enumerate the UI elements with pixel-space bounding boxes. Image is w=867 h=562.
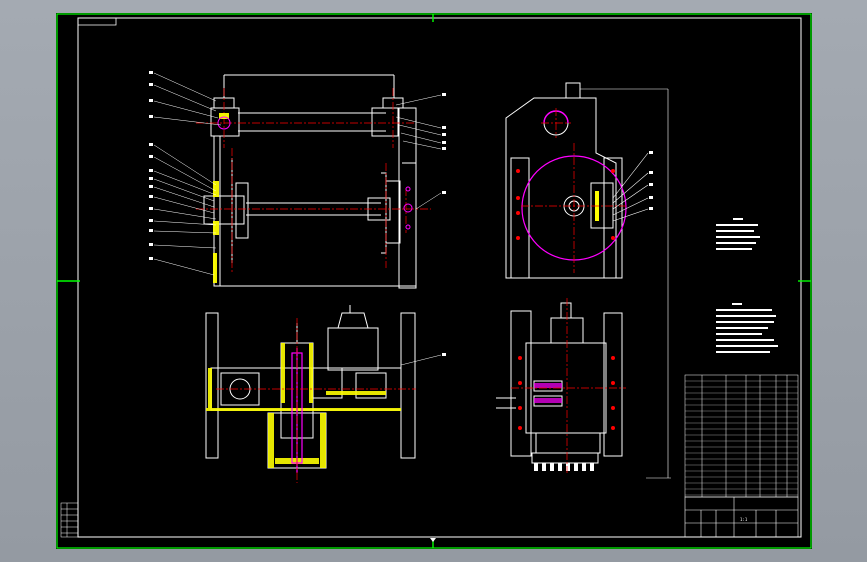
side-view (505, 82, 671, 479)
technical-notes (716, 218, 778, 353)
section-view (205, 305, 446, 483)
title-block (684, 496, 799, 538)
revision-block (60, 502, 79, 538)
parts-list-rows (685, 380, 798, 496)
scale-note: 1:1 (740, 517, 748, 522)
drawing-canvas: 1:1 (56, 13, 812, 549)
side-section-view (496, 298, 626, 473)
centering-marks (57, 14, 811, 548)
parts-list (684, 374, 799, 498)
front-view (149, 71, 446, 289)
sheet-border (56, 13, 812, 549)
drawing-sheet[interactable]: 1:1 (56, 13, 812, 549)
